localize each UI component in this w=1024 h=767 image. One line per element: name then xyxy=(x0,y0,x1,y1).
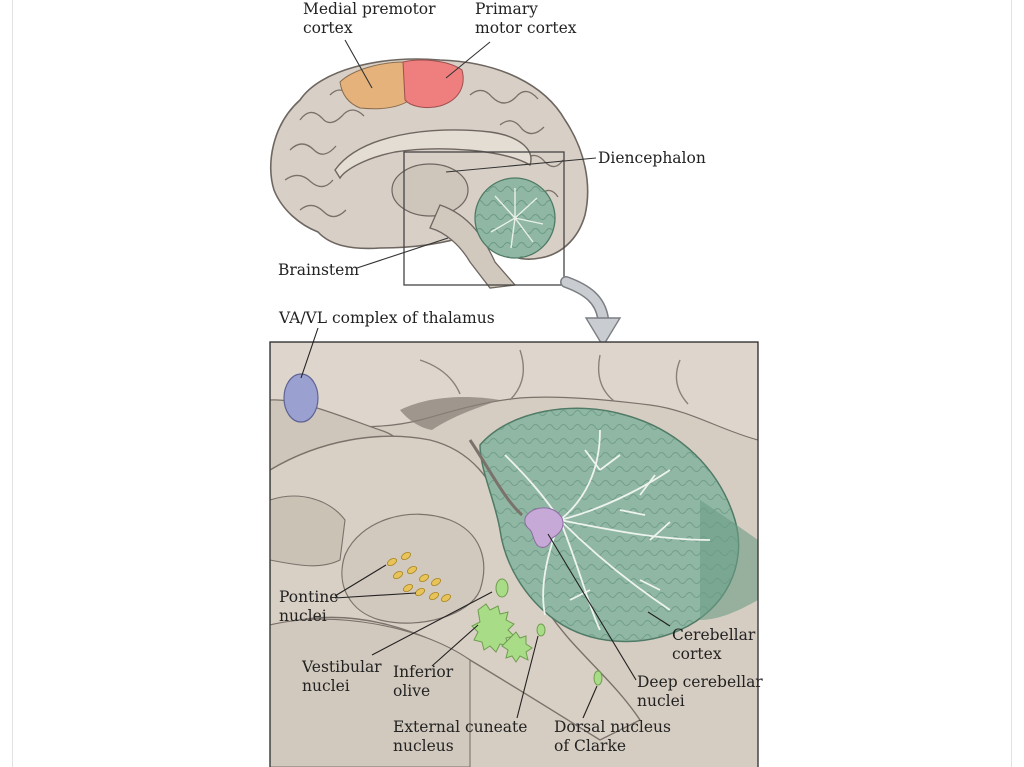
gyri-lines xyxy=(284,89,564,218)
label-cerebellar-cortex: Cerebellar cortex xyxy=(672,626,756,663)
overview-brain xyxy=(269,58,589,289)
label-inferior-olive: Inferior olive xyxy=(393,663,454,700)
label-vestibular-nuclei: Vestibular nuclei xyxy=(302,658,382,695)
primary-motor-region xyxy=(402,59,464,109)
pontine-nuclei-dots xyxy=(387,551,451,603)
left-edge-line xyxy=(12,0,13,767)
label-medial-premotor-cortex: Medial premotor cortex xyxy=(303,0,436,37)
overview-leaders xyxy=(344,39,597,269)
right-edge-line xyxy=(1011,0,1012,767)
label-external-cuneate-nucleus: External cuneate nucleus xyxy=(393,718,528,755)
vestibular-nuclei-shape xyxy=(495,578,509,598)
external-cuneate-shape xyxy=(536,623,546,637)
zoom-arrow xyxy=(560,276,622,348)
overview-selection-box xyxy=(403,151,565,286)
detail-frame xyxy=(269,341,759,767)
ventricle-band xyxy=(400,397,500,430)
deep-cerebellar-nuclei-shape xyxy=(524,507,564,548)
label-pontine-nuclei: Pontine nuclei xyxy=(279,588,339,625)
label-deep-cerebellar-nuclei: Deep cerebellar nuclei xyxy=(637,673,763,710)
label-primary-motor-cortex: Primary motor cortex xyxy=(475,0,577,37)
diencephalon-shape xyxy=(391,163,469,217)
medial-premotor-region xyxy=(339,61,411,110)
arbor-vitae xyxy=(504,429,711,631)
clarke-nucleus-shape xyxy=(593,670,603,686)
label-dorsal-nucleus-clarke: Dorsal nucleus of Clarke xyxy=(554,718,671,755)
vavl-complex xyxy=(283,373,319,423)
label-diencephalon: Diencephalon xyxy=(598,149,706,167)
detail-leaders xyxy=(300,327,671,719)
label-brainstem: Brainstem xyxy=(278,261,360,279)
label-vavl-complex: VA/VL complex of thalamus xyxy=(279,309,495,327)
corpus-callosum xyxy=(334,129,532,180)
